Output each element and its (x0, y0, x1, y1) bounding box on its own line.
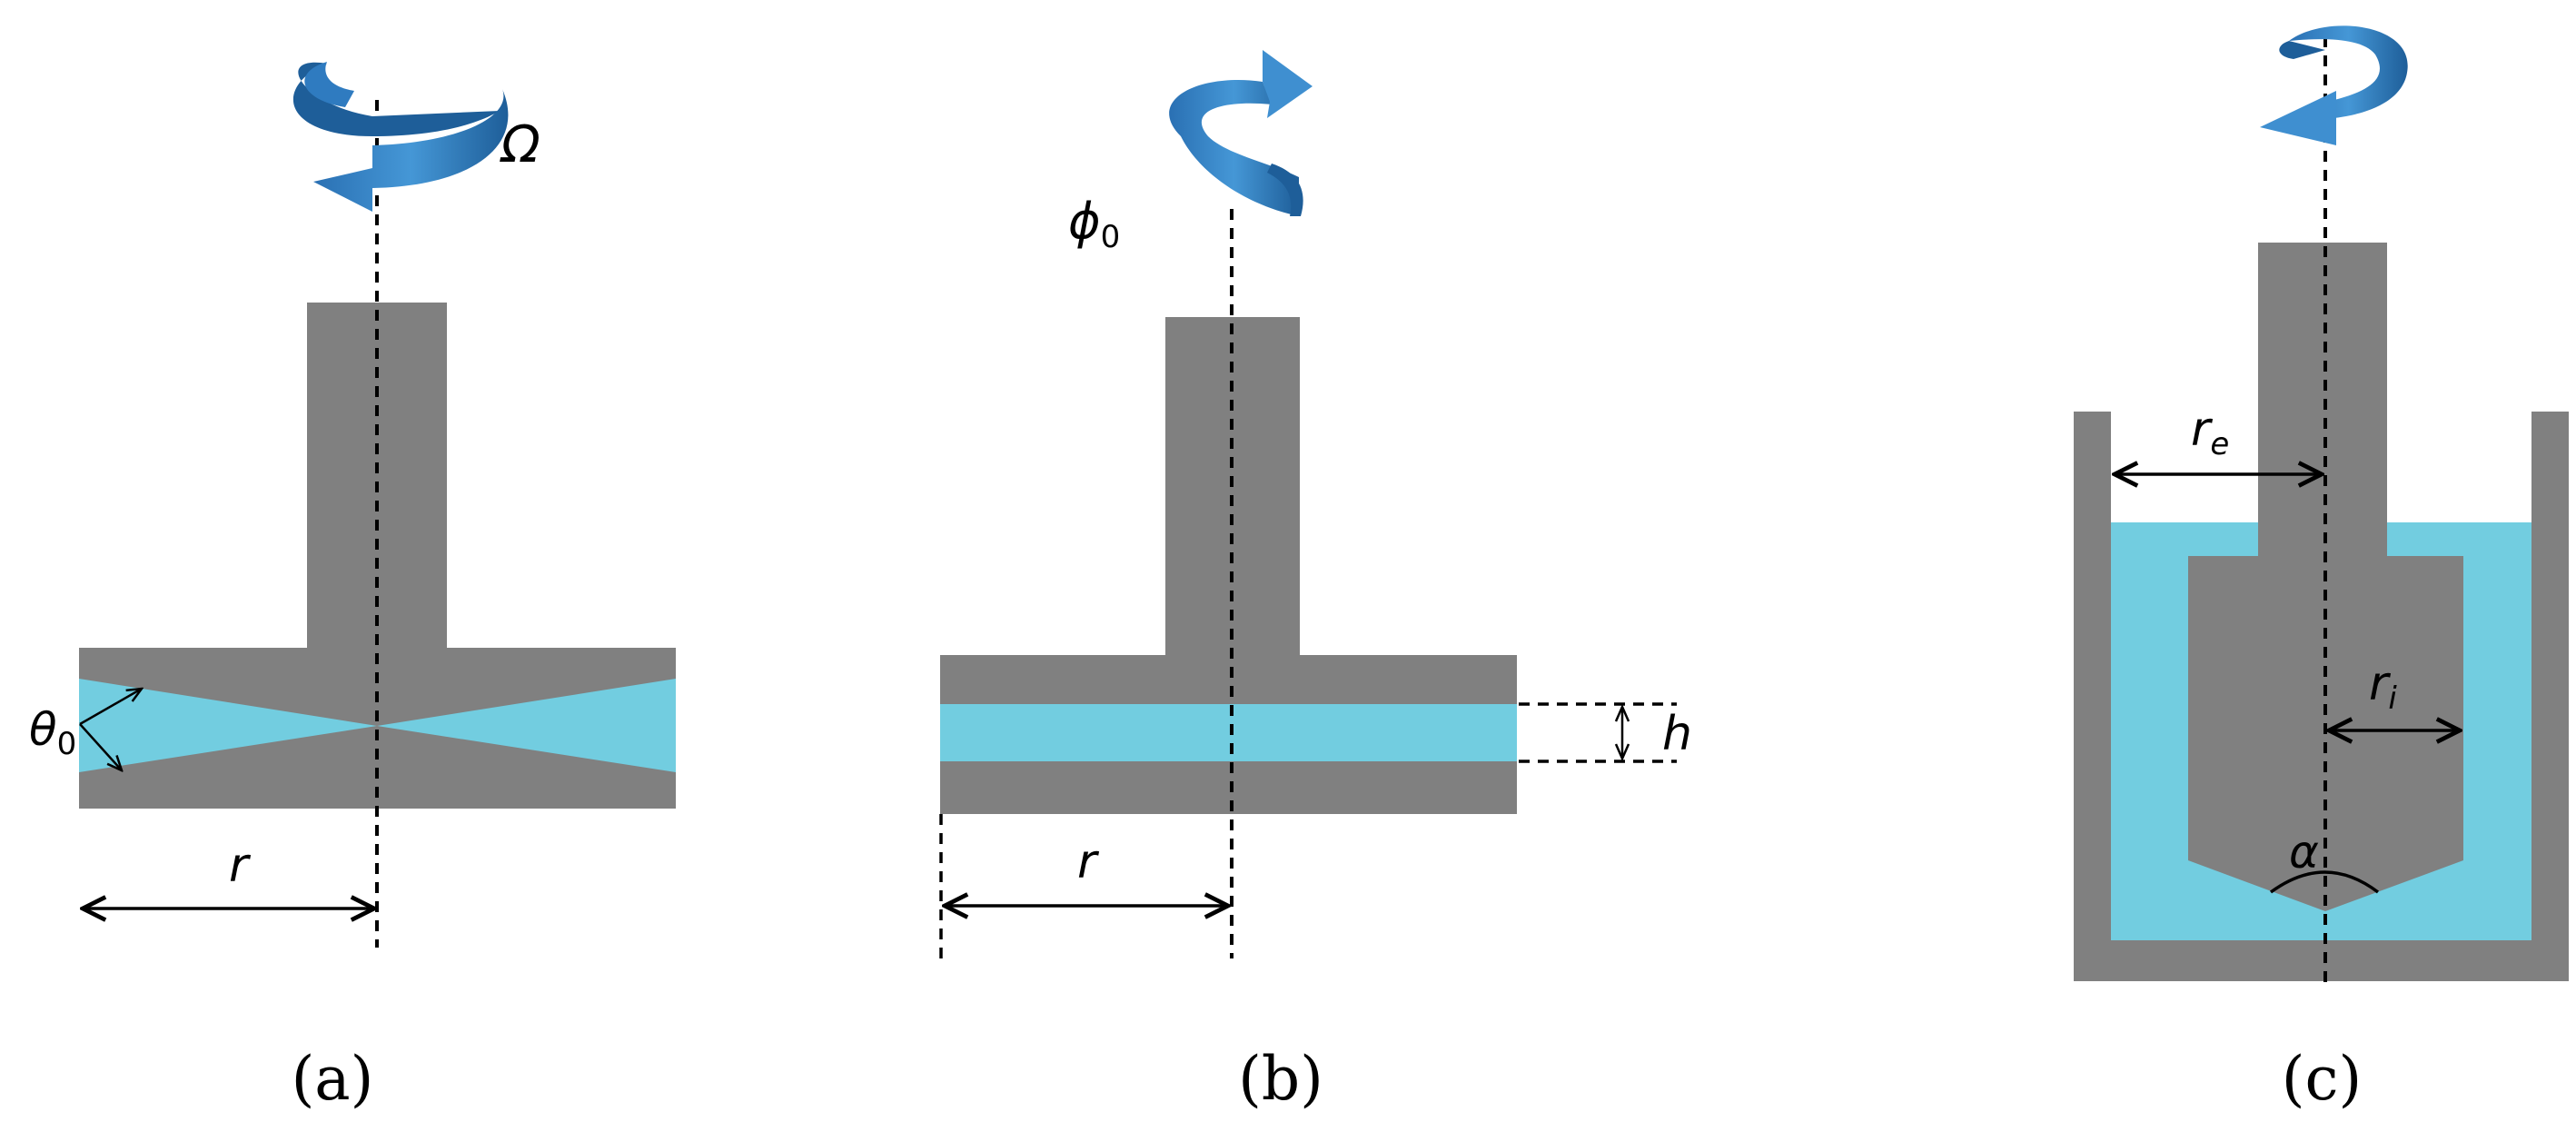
rotation-arrow-a (292, 62, 509, 212)
cone-angle-arc-c (2269, 870, 2380, 894)
angle-annotation-a (79, 689, 142, 770)
caption-a: (a) (292, 1044, 374, 1114)
panel-c-cup-bob: re ri α (c) (2074, 25, 2569, 1114)
panel-b-parallel-plate: ϕ0 r h (b) (939, 50, 1692, 1114)
radius-label-b: r (1077, 835, 1100, 889)
rotation-arrow-c (2260, 25, 2408, 145)
spindle-a (307, 303, 447, 648)
gap-label-b: h (1662, 707, 1692, 761)
rotation-arrow-b (1169, 50, 1313, 216)
rotation-label-a: Ω (500, 115, 540, 174)
outer-radius-label-c: re (2191, 402, 2229, 462)
cone-angle-label-c: α (2289, 826, 2319, 879)
fluid-wedge-right-a (377, 679, 676, 772)
fluid-gap-b (940, 704, 1517, 761)
bob-shaft-c (2258, 243, 2387, 559)
angle-label-a: θ0 (29, 703, 76, 762)
cup-wall-right-c (2531, 412, 2569, 981)
radius-label-a: r (229, 839, 252, 893)
fluid-wedge-left-a (79, 679, 377, 772)
panel-a-cone-plate: Ω θ0 r (a) (29, 62, 676, 1114)
cup-wall-left-c (2074, 412, 2111, 981)
caption-b: (b) (1238, 1044, 1323, 1114)
cup-bottom-c (2074, 940, 2569, 981)
rotation-label-b: ϕ0 (1068, 193, 1120, 255)
inner-radius-label-c: ri (2369, 657, 2397, 717)
caption-c: (c) (2282, 1044, 2362, 1114)
